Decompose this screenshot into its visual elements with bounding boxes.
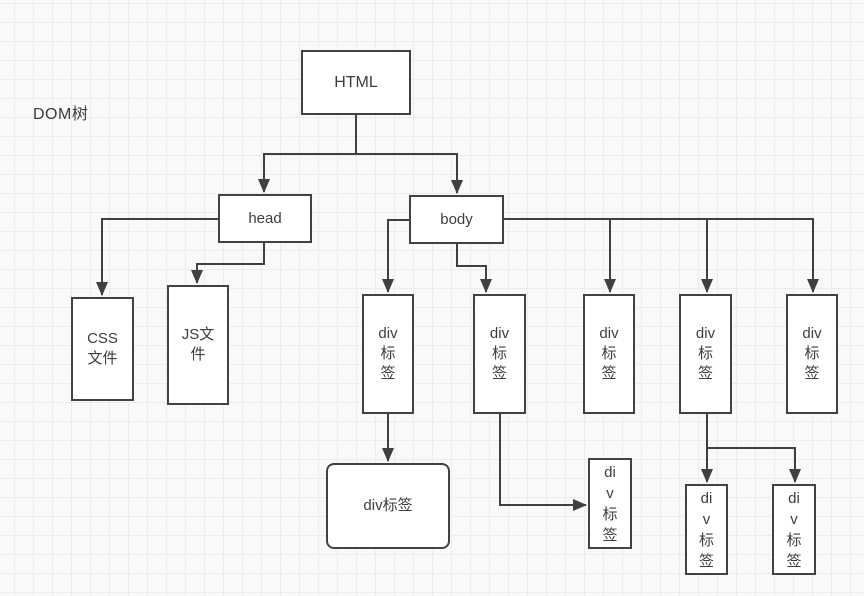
edge-body-div1 <box>382 219 409 293</box>
edge-html-body <box>356 153 463 194</box>
edge-head-js <box>191 243 265 284</box>
node-div-tag-5: div 标 签 <box>786 294 838 414</box>
node-div-sub-2: di v 标 签 <box>685 484 728 575</box>
node-div-tag-4: div 标 签 <box>679 294 732 414</box>
node-body: body <box>409 195 504 244</box>
node-js-file: JS文 件 <box>167 285 229 405</box>
node-html: HTML <box>301 50 411 115</box>
node-div-tag-1: div 标 签 <box>362 294 414 414</box>
edge-div2-child2 <box>499 414 587 511</box>
edge-body-div4 <box>610 218 713 293</box>
edge-html-head <box>258 115 357 193</box>
diagram-title: DOM树 <box>33 106 89 123</box>
edge-head-css <box>96 218 218 296</box>
edge-div4-child4 <box>707 447 801 483</box>
node-css-file: CSS 文件 <box>71 297 134 401</box>
node-div-sub-1: di v 标 签 <box>588 458 632 549</box>
node-head: head <box>218 194 312 243</box>
node-div-sub-3: di v 标 签 <box>772 484 816 575</box>
node-div-child-main: div标签 <box>326 463 450 549</box>
edge-body-div5 <box>707 218 819 293</box>
edge-body-div3 <box>504 218 616 293</box>
node-div-tag-2: div 标 签 <box>473 294 526 414</box>
edge-body-div2 <box>456 244 492 293</box>
node-div-tag-3: div 标 签 <box>583 294 635 414</box>
